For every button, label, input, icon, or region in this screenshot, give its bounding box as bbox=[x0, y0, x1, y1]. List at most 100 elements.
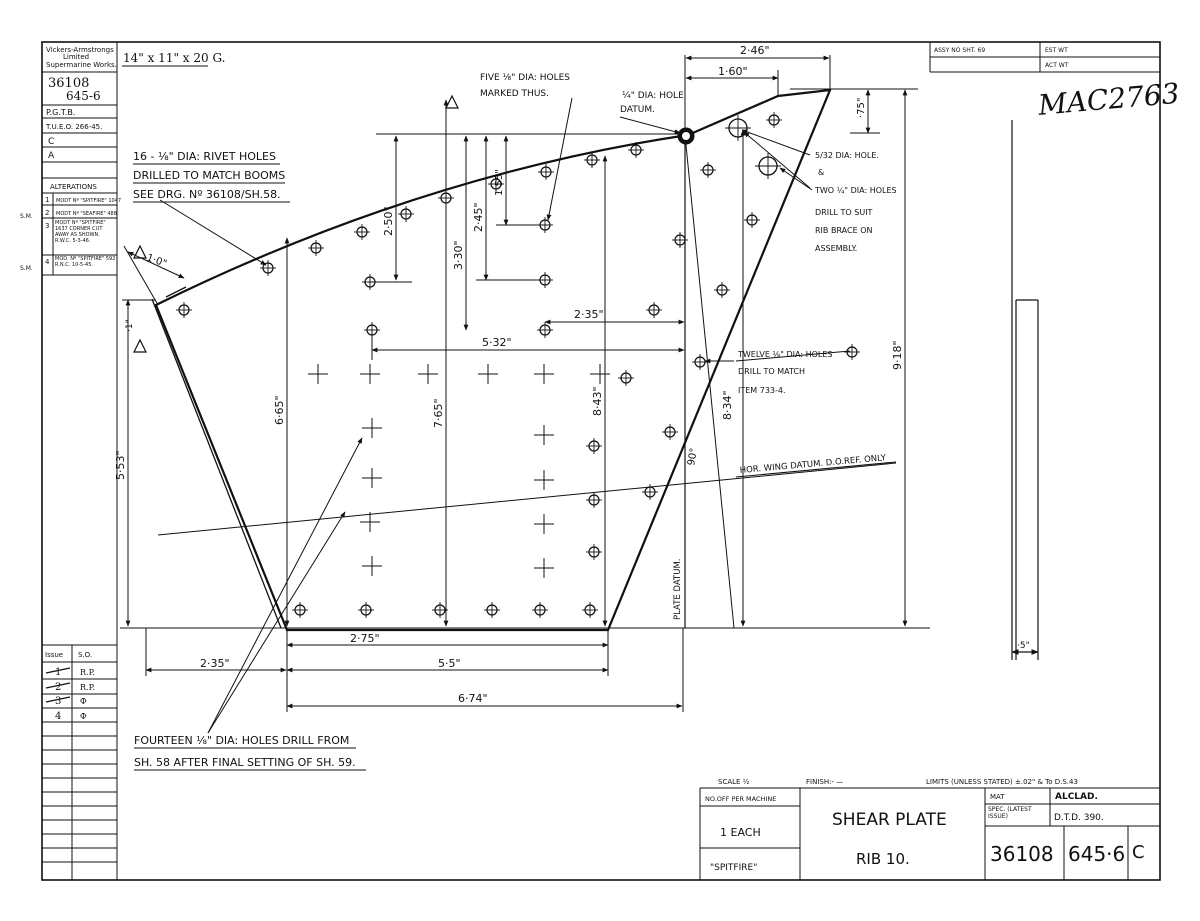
drilled-hole bbox=[646, 302, 662, 318]
drilled-hole bbox=[766, 112, 782, 128]
rib-brace-hole bbox=[725, 115, 751, 141]
note-drilled-booms: DRILLED TO MATCH BOOMS bbox=[133, 169, 285, 182]
drilled-hole bbox=[432, 602, 448, 618]
dim-label: 2·35" bbox=[200, 657, 230, 670]
marked-position bbox=[362, 468, 382, 488]
dim-label: 8·43" bbox=[591, 386, 604, 416]
triangle-markers bbox=[133, 94, 459, 353]
dim-label: 5·53" bbox=[114, 450, 127, 480]
drilled-hole bbox=[672, 232, 688, 248]
drilled-hole bbox=[364, 322, 380, 338]
drilled-hole bbox=[532, 602, 548, 618]
dim-label: 1·55" bbox=[494, 169, 505, 196]
alteration-number: 3 bbox=[45, 222, 49, 230]
alteration-number: 1 bbox=[45, 196, 49, 204]
no-off-value: 1 EACH bbox=[720, 826, 761, 839]
sheet-border bbox=[41, 41, 1161, 881]
alteration-text: MODT Nº "SEAFIRE" 488 bbox=[56, 211, 117, 217]
note-hor-datum: HOR. WING DATUM. D.O.REF. ONLY bbox=[739, 453, 887, 476]
drilled-hole bbox=[398, 206, 414, 222]
marked-position bbox=[362, 556, 382, 576]
note-rib-two-holes: TWO ¼" DIA: HOLES bbox=[814, 186, 897, 195]
finish-label: FINISH:- — bbox=[806, 778, 843, 786]
alteration-number: 4 bbox=[45, 258, 50, 266]
top-right-block bbox=[929, 42, 1160, 73]
issue-so: R.P. bbox=[80, 668, 95, 677]
marked-position bbox=[362, 418, 382, 438]
note-datum-hole: ¼" DIA: HOLE bbox=[622, 91, 684, 101]
issue-so: R.P. bbox=[80, 683, 95, 692]
drilled-hole bbox=[844, 344, 860, 360]
final-drawing-number: 36108 bbox=[990, 842, 1054, 866]
alteration-number: 2 bbox=[45, 209, 49, 217]
issue-number: 2 bbox=[55, 682, 61, 693]
dim-label: 1·60" bbox=[718, 65, 748, 78]
dim-label: ·75" bbox=[856, 97, 867, 118]
drilled-hole bbox=[714, 282, 730, 298]
drilled-hole bbox=[662, 424, 678, 440]
dim-label: ·5" bbox=[1017, 641, 1030, 651]
alteration-text: MOD. Nº "SPITFIRE" 592 R.N.C. 10-5-45. bbox=[55, 256, 116, 268]
drilled-hole bbox=[362, 274, 378, 290]
material-note: 14" x 11" x 20 G. bbox=[123, 51, 225, 65]
drilled-hole bbox=[308, 240, 324, 256]
dim-label: ·1" bbox=[125, 319, 135, 332]
marked-position bbox=[590, 364, 610, 384]
drilled-hole bbox=[358, 602, 374, 618]
note-twelve-drill: DRILL TO MATCH bbox=[738, 367, 805, 376]
part-name: SHEAR PLATE bbox=[832, 810, 947, 830]
dim-label: 2·46" bbox=[740, 44, 770, 57]
mac-stamp: MAC2763 bbox=[1036, 77, 1181, 122]
drilled-hole bbox=[537, 272, 553, 288]
note-rib-hole: 5/32 DIA: HOLE. bbox=[815, 151, 879, 160]
hole-datum-line bbox=[684, 134, 735, 629]
sm-label: S.M. bbox=[20, 213, 33, 220]
drilled-hole bbox=[537, 217, 553, 233]
drilled-hole bbox=[354, 224, 370, 240]
note-five-holes: FIVE ⅛" DIA: HOLES bbox=[480, 73, 570, 83]
dim-label: 6·74" bbox=[458, 692, 488, 705]
note-twelve-item: ITEM 733-4. bbox=[738, 386, 786, 395]
note-rib-brace: RIB BRACE ON bbox=[815, 226, 872, 235]
marked-position bbox=[418, 364, 438, 384]
drilled-hole bbox=[692, 354, 708, 370]
marked-position bbox=[360, 364, 380, 384]
drilled-hole bbox=[744, 212, 760, 228]
holes-layer bbox=[176, 112, 860, 618]
annotations: FIVE ⅛" DIA: HOLES MARKED THUS. ¼" DIA: … bbox=[133, 73, 897, 771]
issue-header: Issue bbox=[45, 651, 63, 659]
drilled-hole bbox=[642, 484, 658, 500]
pgtb-label: P.G.T.B. bbox=[46, 108, 75, 117]
marked-position bbox=[534, 514, 554, 534]
marked-position bbox=[534, 470, 554, 490]
issue-so: Ф bbox=[80, 712, 87, 721]
left-title-text: Vickers-Armstrongs Limited Supermarine W… bbox=[20, 46, 121, 722]
note-rivet-holes: 16 - ⅛" DIA: RIVET HOLES bbox=[133, 150, 276, 163]
est-wt-label: EST WT bbox=[1045, 47, 1068, 54]
drilled-hole bbox=[438, 190, 454, 206]
sheet-number: 645-6 bbox=[66, 89, 101, 103]
company-line-3: Supermarine Works. bbox=[46, 61, 117, 69]
assy-no-label: ASSY NO SHT. 69 bbox=[934, 47, 985, 54]
marked-position bbox=[360, 512, 380, 532]
dim-label: 90° bbox=[686, 447, 700, 466]
dimension-lines bbox=[122, 55, 908, 712]
company-line-2: Limited bbox=[63, 53, 89, 61]
drilled-hole bbox=[586, 438, 602, 454]
rib-brace-hole bbox=[755, 153, 781, 179]
company-line-1: Vickers-Armstrongs bbox=[46, 46, 114, 54]
marked-position bbox=[308, 364, 328, 384]
note-fourteen-sheet: SH. 58 AFTER FINAL SETTING OF SH. 59. bbox=[134, 756, 356, 769]
act-wt-label: ACT WT bbox=[1045, 62, 1069, 69]
issue-number: 3 bbox=[55, 696, 61, 707]
drawing-number: 36108 bbox=[48, 76, 89, 91]
note-rib-and: & bbox=[818, 168, 824, 177]
marked-position bbox=[534, 364, 554, 384]
note-five-holes-marked: MARKED THUS. bbox=[480, 89, 549, 99]
dim-label: 2·50" bbox=[382, 206, 395, 236]
letter-c: C bbox=[48, 137, 54, 147]
mat-value: ALCLAD. bbox=[1055, 792, 1098, 802]
dim-label: 2·75" bbox=[350, 632, 380, 645]
dim-label: 7·65" bbox=[432, 398, 445, 428]
